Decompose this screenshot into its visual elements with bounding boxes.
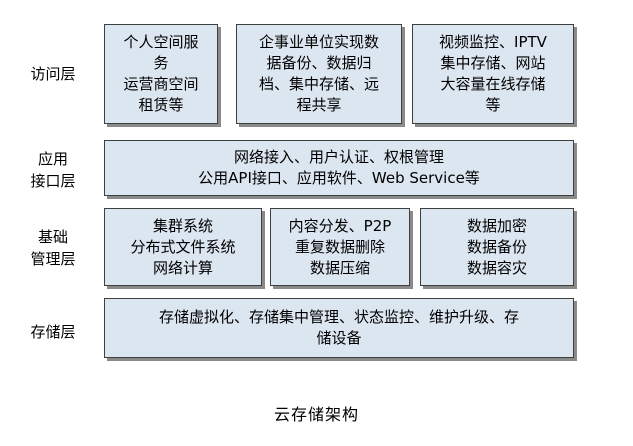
- layer-label-line: 管理层: [30, 250, 76, 268]
- box-line: 视频监控、IPTV: [439, 33, 547, 51]
- base-box-data-protection: 数据加密 数据备份 数据容灾: [420, 208, 574, 286]
- box-line: 存储虚拟化、存储集中管理、状态监控、维护升级、存: [158, 308, 519, 326]
- box-line: 企事业单位实现数: [258, 33, 379, 51]
- access-box-enterprise: 企事业单位实现数 据备份、数据归 档、集中存储、远 程共享: [236, 24, 402, 124]
- box-line: 分布式文件系统: [130, 237, 236, 256]
- layer-label-line: 接口层: [30, 172, 76, 190]
- layer-label-line: 存储层: [30, 323, 76, 341]
- box-line: 集群系统: [152, 216, 213, 235]
- layer-label-access: 访问层: [18, 52, 88, 96]
- box-line: 集中存储、网站: [440, 54, 546, 72]
- box-line: 内容分发、P2P: [288, 216, 392, 235]
- box-line: 务: [153, 54, 169, 72]
- box-line: 数据压缩: [309, 258, 370, 277]
- layer-label-line: 基础: [37, 228, 68, 246]
- box-line: 储设备: [316, 329, 362, 347]
- diagram-caption: 云存储架构: [273, 405, 359, 424]
- box-line: 网络接入、用户认证、权根管理: [233, 148, 444, 166]
- box-line: 数据备份: [466, 237, 527, 256]
- box-line: 运营商空间: [123, 75, 199, 93]
- layer-label-line: 应用: [37, 150, 68, 168]
- box-line: 重复数据删除: [294, 237, 385, 256]
- box-line: 大容量在线存储: [440, 75, 546, 93]
- access-box-video-surveillance: 视频监控、IPTV 集中存储、网站 大容量在线存储 等: [412, 24, 574, 124]
- box-line: 据备份、数据归: [266, 54, 372, 72]
- storage-box: 存储虚拟化、存储集中管理、状态监控、维护升级、存 储设备: [104, 298, 574, 358]
- box-line: 数据容灾: [466, 258, 527, 277]
- base-box-cluster: 集群系统 分布式文件系统 网络计算: [104, 208, 262, 286]
- box-line: 个人空间服: [123, 33, 199, 51]
- layer-label-app-interface: 应用 接口层: [18, 146, 88, 194]
- box-line: 租赁等: [138, 96, 184, 114]
- box-line: 网络计算: [152, 258, 213, 277]
- box-line: 档、集中存储、远: [258, 75, 379, 93]
- box-line: 数据加密: [466, 216, 527, 235]
- box-line: 公用API接口、应用软件、Web Service等: [198, 169, 480, 187]
- layer-label-base-management: 基础 管理层: [18, 224, 88, 272]
- access-box-personal-space: 个人空间服 务 运营商空间 租赁等: [104, 24, 218, 124]
- base-box-content-distribution: 内容分发、P2P 重复数据删除 数据压缩: [270, 208, 410, 286]
- layer-label-line: 访问层: [30, 65, 76, 83]
- app-interface-box: 网络接入、用户认证、权根管理 公用API接口、应用软件、Web Service等: [104, 140, 574, 196]
- box-line: 程共享: [296, 96, 342, 114]
- layer-label-storage: 存储层: [18, 312, 88, 352]
- box-line: 等: [485, 96, 501, 114]
